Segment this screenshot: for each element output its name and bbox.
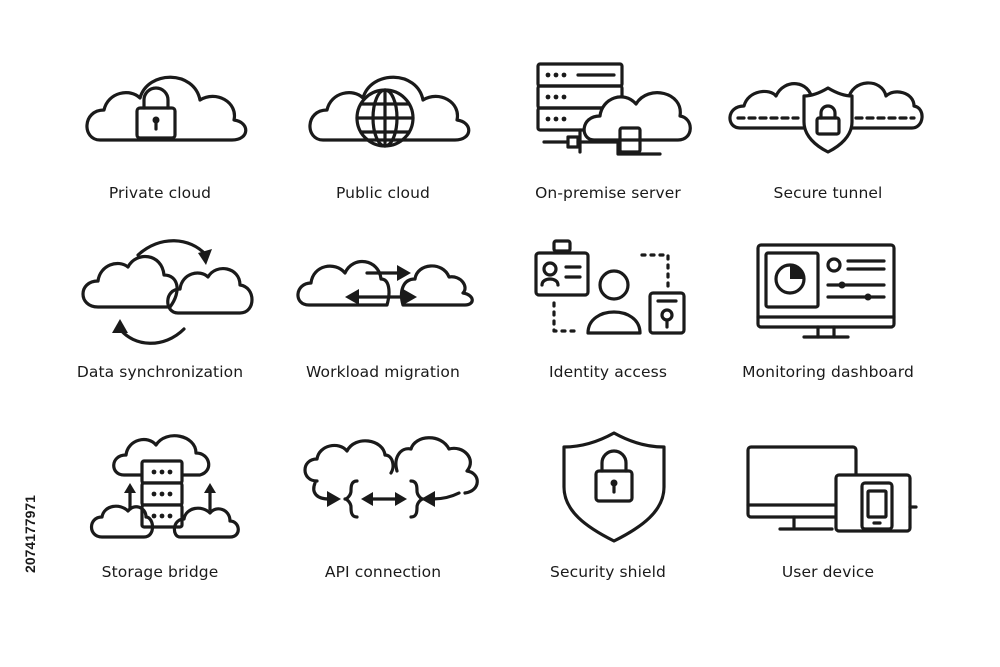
icon-label: Storage bridge (101, 563, 219, 581)
monitor-dashboard-icon (756, 243, 896, 339)
icon-tile-secure-tunnel: Secure tunnel (728, 62, 928, 252)
image-id-text: 2074177971 (22, 495, 38, 573)
cloud-migration-icon (296, 259, 474, 307)
icon-tile-identity-access: Identity access (508, 239, 708, 431)
icon-tile-workload-migration: Workload migration (283, 241, 483, 431)
lock-cloud-icon (85, 75, 248, 142)
icon-label: Private cloud (108, 184, 212, 202)
storage-bridge-icon (89, 434, 240, 539)
icon-tile-data-synchronization: Data synchronization (60, 239, 260, 431)
icon-label: On-premise server (535, 184, 681, 202)
icon-label: Monitoring dashboard (742, 363, 914, 381)
id-badge-user-icon (534, 239, 686, 335)
icon-tile-storage-bridge: Storage bridge (60, 434, 260, 631)
icon-label: Data synchronization (76, 363, 244, 381)
icon-label: Workload migration (306, 363, 460, 381)
icon-label: Secure tunnel (773, 184, 883, 202)
icon-label: Public cloud (336, 184, 430, 202)
globe-cloud-icon (308, 75, 471, 148)
icon-tile-public-cloud: Public cloud (283, 62, 483, 252)
icon-tile-private-cloud: Private cloud (60, 62, 260, 252)
shield-tunnel-icon (728, 81, 924, 154)
cloud-sync-icon (81, 239, 254, 345)
icon-tile-security-shield: Security shield (508, 431, 708, 631)
icon-label: User device (781, 563, 875, 581)
icon-label: API connection (324, 563, 442, 581)
multi-device-icon (746, 445, 918, 533)
server-cloud-icon (536, 62, 692, 156)
icon-tile-monitoring-dashboard: Monitoring dashboard (728, 241, 928, 431)
icon-label: Security shield (550, 563, 666, 581)
icon-tile-user-device: User device (728, 441, 928, 631)
icon-tile-api-connection: API connection (283, 436, 483, 631)
icon-tile-on-premise-server: On-premise server (508, 62, 708, 252)
shield-lock-icon (562, 431, 666, 543)
side-id-strip: 2074177971 (2, 430, 42, 630)
icon-label: Identity access (548, 363, 668, 381)
api-cloud-icon (303, 436, 479, 519)
